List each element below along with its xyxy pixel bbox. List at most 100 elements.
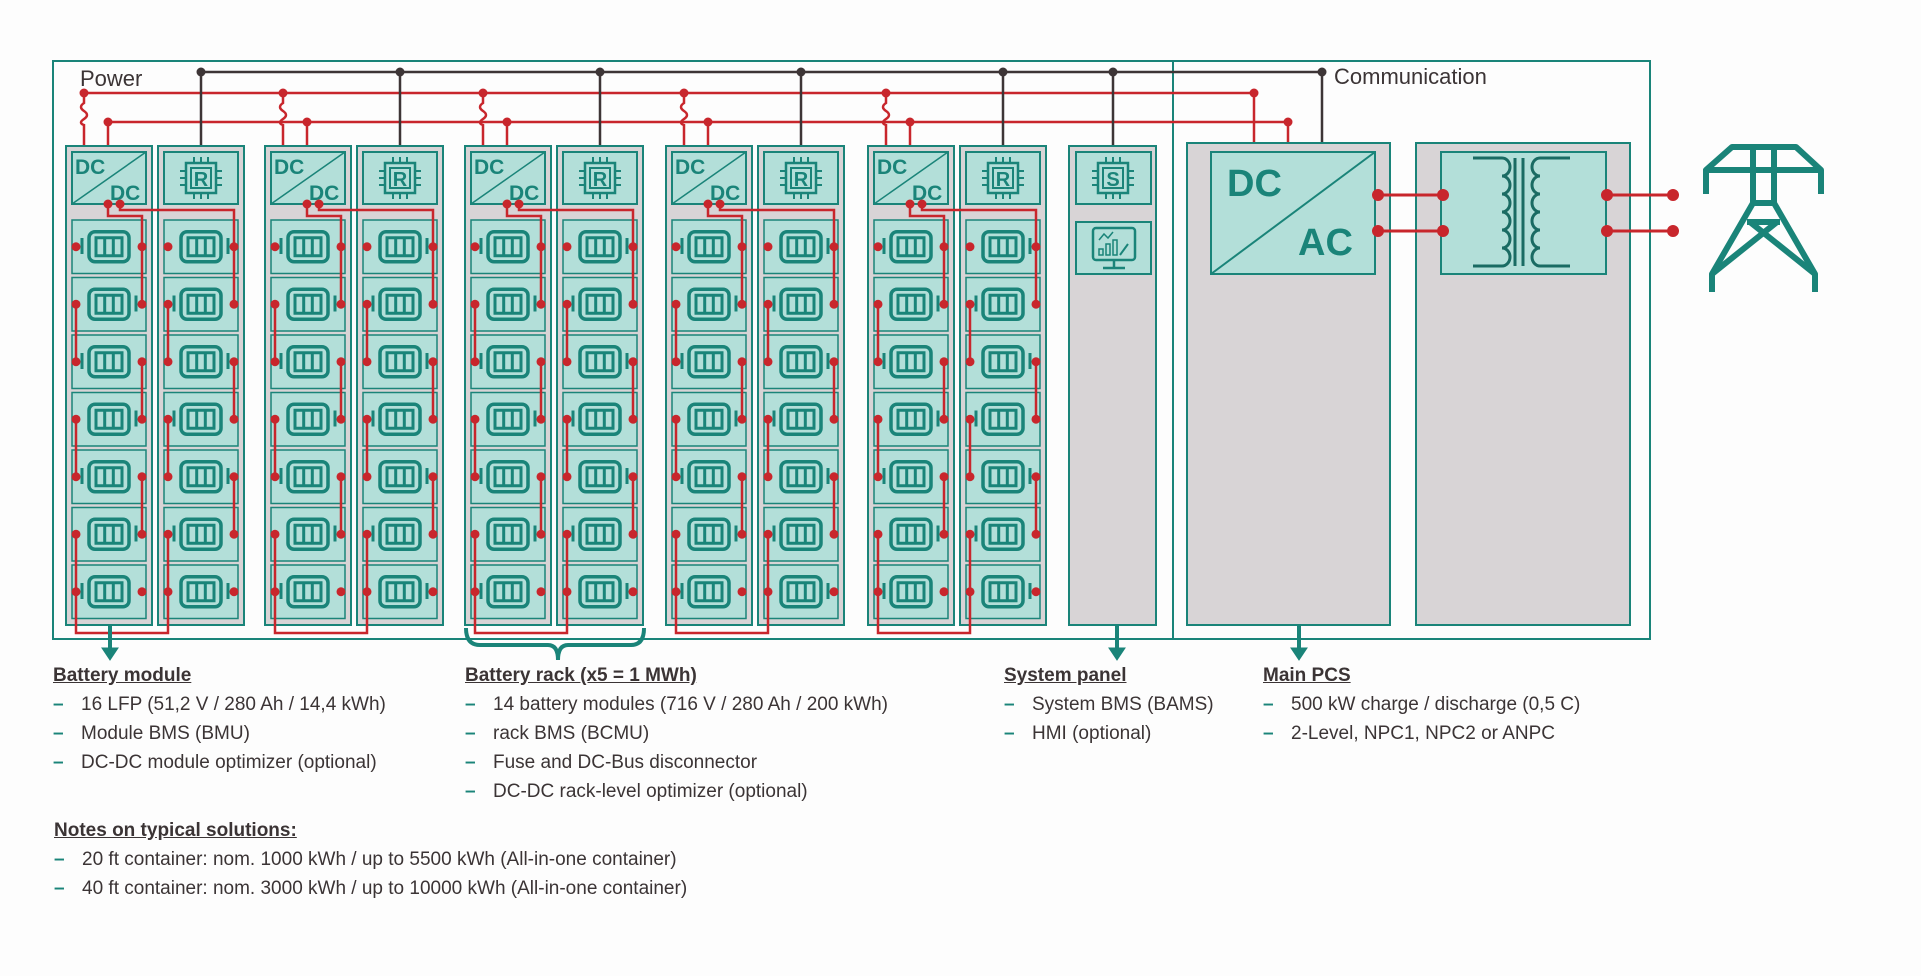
- converter-bottom-label: DC: [912, 182, 942, 205]
- legend-battery-rack: Battery rack (x5 = 1 MWh) –14 battery mo…: [465, 661, 888, 806]
- legend-notes: Notes on typical solutions: –20 ft conta…: [54, 816, 687, 903]
- fuse-icon: [278, 93, 288, 152]
- terminal-dot: [737, 587, 747, 597]
- converter-top-label: DC: [675, 156, 705, 179]
- legend-pointers: [101, 625, 1308, 661]
- battery-module: [470, 276, 546, 332]
- battery-module: [965, 391, 1041, 447]
- terminal-dot: [939, 587, 949, 597]
- terminal-dot: [229, 587, 239, 597]
- fuse-icon: [478, 93, 488, 152]
- battery-module: [71, 391, 147, 447]
- battery-module: [965, 334, 1041, 390]
- battery-module: [470, 391, 546, 447]
- terminal-dot: [562, 242, 572, 252]
- battery-module: [671, 334, 747, 390]
- battery-module: [362, 334, 438, 390]
- arrow-down-icon: [1290, 647, 1308, 661]
- terminal-dot: [428, 587, 438, 597]
- battery-module: [163, 564, 239, 620]
- dash-bullet: –: [465, 694, 476, 715]
- legend-item: –Module BMS (BMU): [53, 719, 386, 748]
- battery-module: [470, 219, 546, 275]
- legend-system-panel: System panel –System BMS (BAMS) –HMI (op…: [1004, 661, 1214, 748]
- converter-diagonal: [71, 151, 147, 205]
- legend-item: –500 kW charge / discharge (0,5 C): [1263, 690, 1580, 719]
- dash-bullet: –: [465, 781, 476, 802]
- converter-output: [505, 204, 543, 247]
- terminal-dot: [628, 587, 638, 597]
- battery-module: [163, 506, 239, 562]
- battery-module: [270, 391, 346, 447]
- converter-bottom-label: DC: [710, 182, 740, 205]
- main-pcs[interactable]: DC AC: [1186, 142, 1391, 626]
- converter-output: [718, 204, 836, 247]
- legend-battery-module: Battery module –16 LFP (51,2 V / 280 Ah …: [53, 661, 386, 777]
- converter-output: [706, 204, 744, 247]
- legend-item: –16 LFP (51,2 V / 280 Ah / 14,4 kWh): [53, 690, 386, 719]
- converter-output: [920, 204, 1038, 247]
- dash-bullet: –: [465, 752, 476, 773]
- legend-item-text: 20 ft container: nom. 1000 kWh / up to 5…: [82, 849, 677, 870]
- battery-module: [873, 506, 949, 562]
- battery-module: [671, 449, 747, 505]
- battery-module: [562, 276, 638, 332]
- legend-item-text: DC-DC rack-level optimizer (optional): [493, 781, 808, 802]
- converter-diagonal: [873, 151, 949, 205]
- legend-item-text: DC-DC module optimizer (optional): [81, 752, 377, 773]
- terminal-dot: [336, 587, 346, 597]
- rack-bracket: [464, 627, 646, 661]
- terminal-dot: [362, 242, 372, 252]
- battery-module: [362, 564, 438, 620]
- terminal-dot: [1031, 587, 1041, 597]
- rack-bms-label: R: [593, 169, 608, 191]
- battery-module: [163, 219, 239, 275]
- arrow-down-icon: [101, 647, 119, 661]
- legend-title: Battery module: [53, 665, 192, 686]
- legend-item: –2-Level, NPC1, NPC2 or ANPC: [1263, 719, 1580, 748]
- battery-module: [873, 276, 949, 332]
- dash-bullet: –: [54, 849, 65, 870]
- converter-output: [118, 204, 236, 247]
- legend-item: –rack BMS (BCMU): [465, 719, 888, 748]
- legend-main-pcs: Main PCS –500 kW charge / discharge (0,5…: [1263, 661, 1580, 748]
- legend-item: –20 ft container: nom. 1000 kWh / up to …: [54, 845, 687, 874]
- battery-module: [562, 391, 638, 447]
- system-bms-label: S: [1106, 169, 1119, 191]
- battery-module: [163, 334, 239, 390]
- battery-module: [763, 334, 839, 390]
- battery-module: [763, 391, 839, 447]
- battery-module: [270, 334, 346, 390]
- terminal-dot: [965, 242, 975, 252]
- converter-bottom-label: DC: [509, 182, 539, 205]
- battery-module: [163, 449, 239, 505]
- dash-bullet: –: [1004, 694, 1015, 715]
- ac-connections: [1372, 189, 1679, 237]
- battery-module: [470, 564, 546, 620]
- battery-module: [562, 449, 638, 505]
- system-frame: [52, 60, 1651, 640]
- terminal-dot: [873, 242, 883, 252]
- dash-bullet: –: [465, 723, 476, 744]
- legend-item-text: Module BMS (BMU): [81, 723, 250, 744]
- converter-diagonal: [270, 151, 346, 205]
- column-link: [876, 591, 972, 635]
- battery-module: [163, 276, 239, 332]
- transformer[interactable]: [1415, 142, 1631, 626]
- battery-module: [671, 276, 747, 332]
- converter-output: [305, 204, 343, 247]
- transformer-icon: [1473, 156, 1570, 268]
- battery-module: [763, 276, 839, 332]
- system-panel[interactable]: S: [1068, 145, 1157, 626]
- battery-module: [71, 276, 147, 332]
- converter-output: [106, 204, 144, 247]
- terminal-dot: [71, 242, 81, 252]
- converter-top-label: DC: [877, 156, 907, 179]
- legend-item-text: 500 kW charge / discharge (0,5 C): [1291, 694, 1581, 715]
